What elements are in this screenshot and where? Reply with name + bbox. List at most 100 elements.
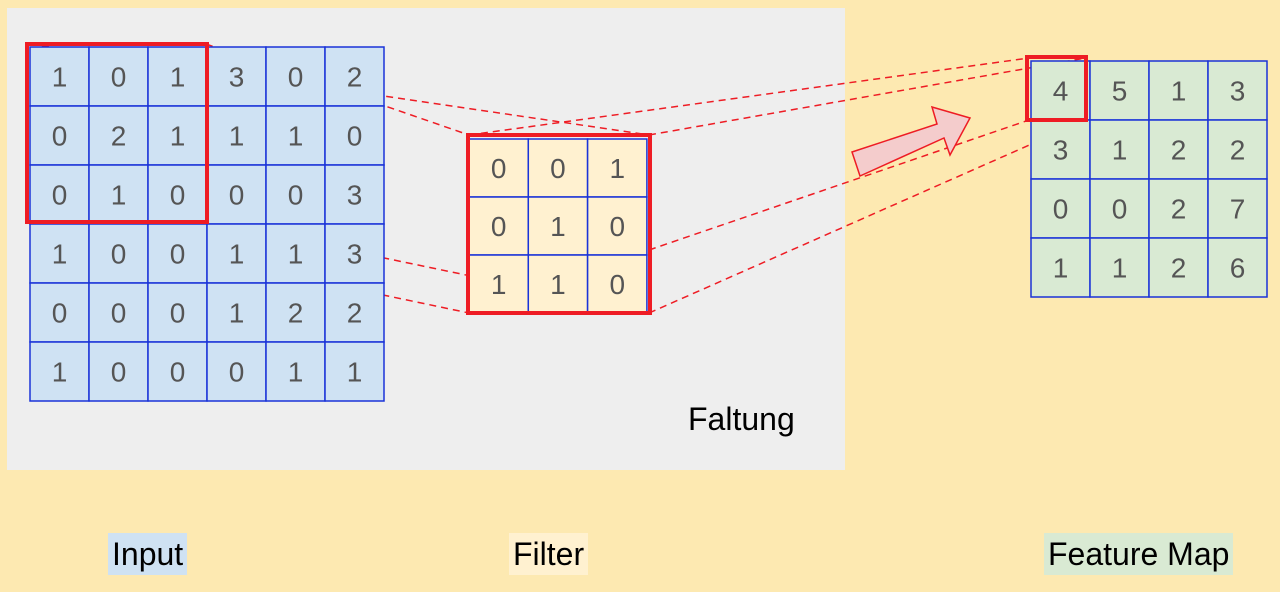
feature-map-cell	[1207, 237, 1268, 298]
feature-map-cell	[1089, 60, 1150, 121]
projection-line	[468, 57, 1030, 136]
input-cell	[29, 282, 90, 343]
filter-cell	[468, 138, 530, 198]
input-value: 2	[111, 121, 127, 152]
feature-map-value: 0	[1053, 194, 1069, 225]
feature-map-cell	[1207, 178, 1268, 239]
filter-value: 0	[550, 153, 566, 184]
input-label: Input	[108, 533, 188, 575]
feature-map-cell	[1030, 237, 1091, 298]
filter-cell	[527, 138, 589, 198]
input-value: 0	[111, 298, 127, 329]
input-cell	[265, 105, 326, 166]
input-value: 0	[170, 357, 186, 388]
input-value: 3	[229, 62, 245, 93]
feature-map-value: 2	[1171, 135, 1187, 166]
filter-cell	[586, 138, 648, 198]
input-value: 2	[347, 62, 363, 93]
input-value: 0	[111, 239, 127, 270]
filter-cell	[468, 196, 530, 256]
input-value: 0	[347, 121, 363, 152]
feature-map-value: 3	[1053, 135, 1069, 166]
right-arrow-icon	[851, 105, 972, 178]
input-cell	[324, 164, 385, 225]
feature-map-value: 1	[1053, 253, 1069, 284]
feature-map-cell	[1030, 178, 1091, 239]
feature-map-cell	[1207, 119, 1268, 180]
highlight-boxes	[25, 42, 1088, 315]
filter-value: 1	[550, 211, 566, 242]
input-value: 1	[229, 121, 245, 152]
filter-value: 1	[491, 269, 507, 300]
input-cell	[29, 46, 90, 107]
filter-value: 0	[609, 269, 625, 300]
feature-map-value: 0	[1112, 194, 1128, 225]
input-value: 3	[347, 239, 363, 270]
input-cell	[324, 105, 385, 166]
input-cell	[324, 46, 385, 107]
input-cell	[147, 282, 208, 343]
feature-map-label: Feature Map	[1044, 533, 1234, 575]
feature-map-value: 2	[1230, 135, 1246, 166]
input-value: 0	[288, 180, 304, 211]
feature-map-value: 2	[1171, 253, 1187, 284]
input-cell	[147, 341, 208, 402]
input-value: 1	[170, 62, 186, 93]
input-value: 0	[288, 62, 304, 93]
filter-value: 0	[609, 211, 625, 242]
projection-line	[648, 119, 1030, 251]
feature-map-value: 3	[1230, 76, 1246, 107]
input-value: 1	[52, 357, 68, 388]
input-value: 1	[229, 239, 245, 270]
input-value: 1	[347, 357, 363, 388]
feature-map-value: 1	[1171, 76, 1187, 107]
input-cell	[324, 341, 385, 402]
input-cell	[265, 282, 326, 343]
projection-line	[648, 57, 1087, 136]
input-value: 0	[52, 298, 68, 329]
filter-cell	[586, 254, 648, 314]
input-value: 0	[170, 180, 186, 211]
feature-cell-highlight	[1025, 55, 1088, 122]
convolution-label: Faltung	[688, 401, 795, 437]
filter-cell	[527, 196, 589, 256]
input-value: 1	[170, 121, 186, 152]
feature-map-value: 1	[1112, 253, 1128, 284]
feature-map-value: 4	[1053, 76, 1069, 107]
input-value: 0	[170, 298, 186, 329]
input-window-highlight	[25, 42, 209, 224]
input-value: 0	[111, 357, 127, 388]
input-cell	[265, 164, 326, 225]
feature-map-value: 2	[1171, 194, 1187, 225]
input-value: 1	[288, 121, 304, 152]
input-value: 0	[229, 357, 245, 388]
filter-value: 1	[550, 269, 566, 300]
filter-value: 0	[491, 153, 507, 184]
input-value: 1	[52, 62, 68, 93]
projection-line	[205, 43, 470, 136]
input-value: 2	[347, 298, 363, 329]
input-value: 1	[288, 239, 304, 270]
filter-value: 1	[609, 153, 625, 184]
feature-map-cell	[1148, 119, 1209, 180]
input-value: 2	[288, 298, 304, 329]
filter-value: 0	[491, 211, 507, 242]
input-value: 1	[288, 357, 304, 388]
input-cell	[206, 341, 267, 402]
feature-map-cell	[1148, 60, 1209, 121]
feature-map-value: 6	[1230, 253, 1246, 284]
feature-map-value: 7	[1230, 194, 1246, 225]
input-value: 3	[347, 180, 363, 211]
input-value: 0	[52, 180, 68, 211]
input-value: 0	[229, 180, 245, 211]
input-value: 1	[52, 239, 68, 270]
feature-map-value: 5	[1112, 76, 1128, 107]
feature-map-cell	[1030, 119, 1091, 180]
feature-map-cell	[1148, 237, 1209, 298]
feature-map-cell	[1207, 60, 1268, 121]
projection-line	[648, 119, 1087, 314]
filter-highlight	[466, 133, 652, 315]
